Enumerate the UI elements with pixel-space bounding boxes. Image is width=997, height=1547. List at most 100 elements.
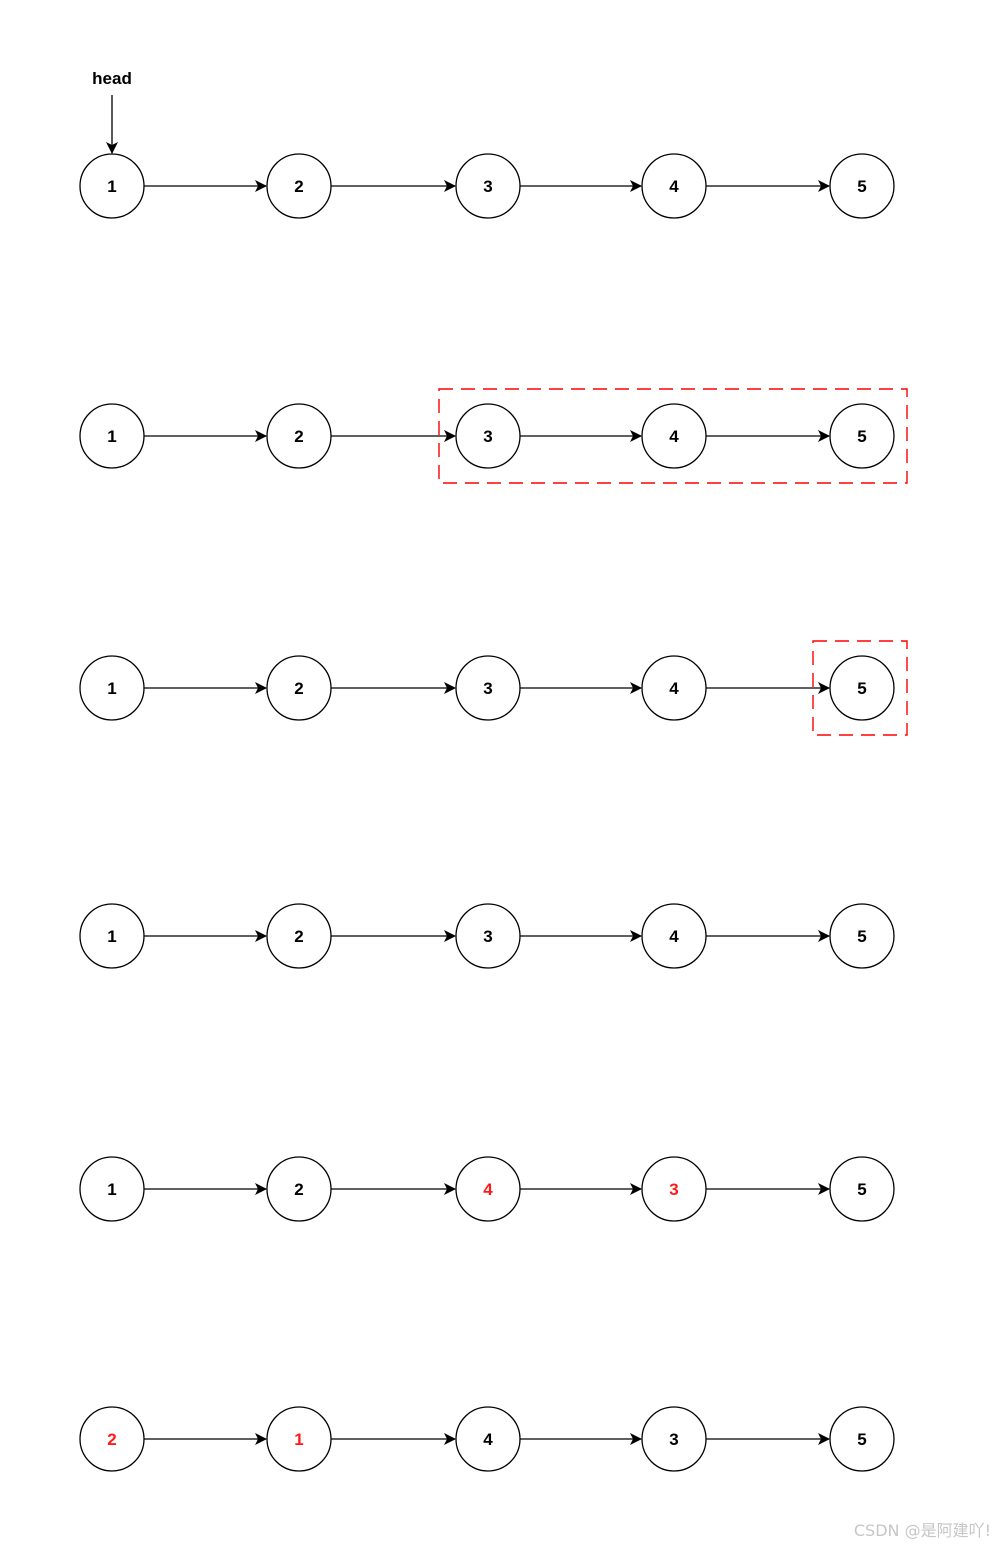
highlight-box	[438, 388, 908, 484]
list-node: 5	[829, 153, 895, 219]
node-label: 4	[669, 427, 679, 446]
node-circle	[266, 655, 332, 721]
list-row-3: 1 2 3 4 5	[79, 640, 908, 736]
list-node: 1	[79, 403, 145, 469]
node-label: 2	[294, 1180, 303, 1199]
list-node: 2	[266, 153, 332, 219]
node-circle	[641, 403, 707, 469]
node-circle	[266, 1156, 332, 1222]
node-label: 4	[669, 679, 679, 698]
node-label: 5	[857, 927, 866, 946]
node-circle	[641, 153, 707, 219]
list-node: 3	[641, 1156, 707, 1222]
node-label: 1	[107, 1180, 116, 1199]
list-row-2: 1 2 3 4 5	[79, 388, 908, 484]
list-node: 1	[266, 1406, 332, 1472]
node-circle	[266, 153, 332, 219]
node-label: 3	[669, 1430, 678, 1449]
list-node: 2	[79, 1406, 145, 1472]
node-label: 2	[294, 177, 303, 196]
list-node: 2	[266, 403, 332, 469]
node-label: 1	[107, 927, 116, 946]
node-circle	[455, 403, 521, 469]
node-label: 3	[483, 679, 492, 698]
node-circle	[455, 903, 521, 969]
node-label: 4	[669, 177, 679, 196]
list-node: 3	[455, 403, 521, 469]
list-node: 4	[641, 153, 707, 219]
node-circle	[79, 1156, 145, 1222]
node-circle	[455, 655, 521, 721]
list-node: 2	[266, 903, 332, 969]
node-circle	[266, 903, 332, 969]
node-label: 5	[857, 679, 866, 698]
list-node: 5	[829, 903, 895, 969]
node-label: 1	[107, 679, 116, 698]
node-circle	[829, 1156, 895, 1222]
list-node: 2	[266, 1156, 332, 1222]
node-circle	[641, 655, 707, 721]
list-node: 5	[829, 655, 895, 721]
node-circle	[641, 1156, 707, 1222]
node-circle	[641, 1406, 707, 1472]
node-circle	[266, 403, 332, 469]
node-label: 3	[669, 1180, 678, 1199]
list-node: 2	[266, 655, 332, 721]
list-node: 1	[79, 655, 145, 721]
node-label: 1	[107, 427, 116, 446]
node-label: 3	[483, 927, 492, 946]
list-node: 3	[455, 153, 521, 219]
list-node: 4	[455, 1406, 521, 1472]
node-label: 5	[857, 177, 866, 196]
list-node: 3	[455, 903, 521, 969]
node-label: 3	[483, 427, 492, 446]
list-node: 1	[79, 903, 145, 969]
node-circle	[455, 1156, 521, 1222]
list-node: 5	[829, 1156, 895, 1222]
list-node: 5	[829, 1406, 895, 1472]
node-label: 1	[107, 177, 116, 196]
list-row-4: 1 2 3 4 5	[79, 903, 895, 969]
node-circle	[829, 1406, 895, 1472]
node-label: 3	[483, 177, 492, 196]
node-circle	[829, 153, 895, 219]
list-node: 1	[79, 153, 145, 219]
node-circle	[829, 903, 895, 969]
node-circle	[79, 655, 145, 721]
node-label: 4	[483, 1180, 493, 1199]
list-node: 3	[455, 655, 521, 721]
list-node: 1	[79, 1156, 145, 1222]
node-circle	[79, 403, 145, 469]
list-node: 4	[641, 655, 707, 721]
node-circle	[79, 1406, 145, 1472]
list-node: 4	[455, 1156, 521, 1222]
node-label: 1	[294, 1430, 303, 1449]
list-row-1: 1 2 3 4 5 head	[79, 69, 895, 219]
node-label: 2	[294, 927, 303, 946]
node-circle	[79, 153, 145, 219]
node-label: 5	[857, 427, 866, 446]
list-row-6: 2 1 4 3 5	[79, 1406, 895, 1472]
highlight-box	[812, 640, 908, 736]
node-circle	[79, 903, 145, 969]
head-label: head	[92, 69, 132, 88]
node-circle	[829, 403, 895, 469]
list-node: 3	[641, 1406, 707, 1472]
watermark: CSDN @是阿建吖!	[853, 1521, 991, 1540]
list-node: 4	[641, 403, 707, 469]
node-circle	[829, 655, 895, 721]
node-circle	[641, 903, 707, 969]
node-circle	[455, 153, 521, 219]
node-label: 2	[294, 679, 303, 698]
node-label: 5	[857, 1430, 866, 1449]
node-circle	[266, 1406, 332, 1472]
node-label: 4	[669, 927, 679, 946]
node-label: 4	[483, 1430, 493, 1449]
list-row-5: 1 2 4 3 5	[79, 1156, 895, 1222]
list-node: 5	[829, 403, 895, 469]
node-label: 2	[294, 427, 303, 446]
node-label: 5	[857, 1180, 866, 1199]
node-label: 2	[107, 1430, 116, 1449]
node-circle	[455, 1406, 521, 1472]
